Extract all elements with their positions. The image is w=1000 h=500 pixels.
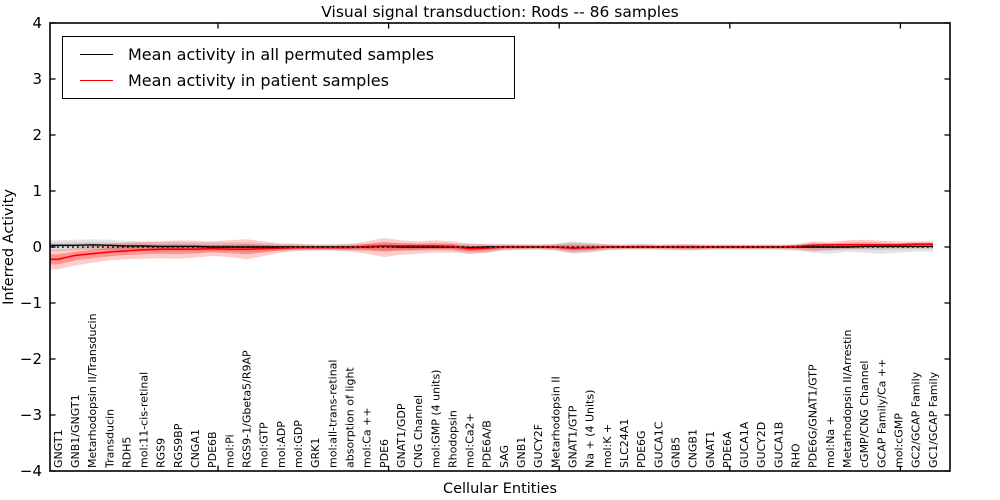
x-category-label: GUCA1C [652,421,665,468]
x-category-label: GNAT1 [704,431,717,468]
legend-line-permuted-icon [80,53,113,55]
legend-label-patient: Mean activity in patient samples [128,71,389,91]
x-category-label: GC2/GCAP Family [910,371,923,468]
x-category-label: GUCY2F [532,424,545,468]
y-tick-label: 2 [32,126,42,144]
y-tick-label: 4 [32,14,42,32]
x-category-label: mol:Ca2+ [464,413,477,468]
x-category-label: SLC24A1 [618,419,631,468]
y-tick-label: −2 [20,350,42,368]
x-category-label: GNGT1 [52,429,65,468]
x-category-label: GNAT1/GDP [395,403,408,468]
x-category-label: mol:GTP [258,422,271,468]
legend-label-permuted: Mean activity in all permuted samples [128,44,435,64]
x-category-label: GNB1 [515,437,528,468]
x-category-label: Metarhodopsin II [549,376,562,468]
x-category-label: mol:cGMP [893,413,906,468]
band-outer-patient [50,238,933,270]
series-line-patient [49,243,933,261]
y-tick-label: 1 [32,182,42,200]
x-category-label: RHO [790,443,803,468]
x-category-label: RGS9BP [172,423,185,468]
x-category-label: Metarhodopsin II/Transducin [86,313,99,468]
x-category-label: Metarhodopsin II/Arrestin [841,330,854,468]
x-category-label: PDE6G [635,430,648,468]
x-category-label: CNGA1 [189,429,202,468]
x-category-label: Na + (4 Units) [584,390,597,468]
x-category-label: GNAT1/GTP [567,405,580,468]
y-tick-label: −1 [20,294,42,312]
legend: Mean activity in all permuted samples Me… [62,36,515,99]
x-category-label: GRK1 [309,438,322,468]
x-category-label: mol:GMP (4 units) [429,370,442,468]
x-category-label: RDH5 [120,437,133,468]
x-category-label: mol:GDP [292,420,305,468]
x-category-label: mol:Ca ++ [361,407,374,468]
x-category-label: mol:Pi [223,434,236,468]
x-category-label: PDE6A [721,431,734,468]
y-tick-label: 3 [32,70,42,88]
x-axis-label: Cellular Entities [443,481,557,497]
y-tick-label: 0 [32,238,42,256]
x-category-label: mol:K + [601,424,614,468]
x-category-label: Rhodopsin [446,410,459,468]
x-category-label: PDE6B [206,431,219,468]
x-category-label: GUCA1A [738,421,751,468]
x-category-label: GC1/GCAP Family [927,371,940,468]
x-category-label: Transducin [103,409,116,469]
x-category-label: CNGB1 [687,429,700,468]
x-category-label: PDE6G/GNAT1/GTP [807,364,820,468]
x-category-label: GUCA1B [772,422,785,468]
x-category-label: GUCY2D [755,422,768,468]
x-category-label: mol:ADP [275,421,288,468]
y-tick-label: −3 [20,406,42,424]
y-axis-label: Inferred Activity [1,189,17,305]
x-category-label: GCAP Family/Ca ++ [875,359,888,468]
legend-item-patient: Mean activity in patient samples [80,71,514,90]
x-category-label: GNB5 [670,437,683,468]
x-category-label: cGMP/CNG Channel [858,361,871,469]
legend-item-permuted: Mean activity in all permuted samples [80,45,514,64]
x-category-label: mol:11-cis-retinal [138,372,151,468]
x-category-label: mol:all-trans-retinal [326,360,339,468]
x-category-label: PDE6A/B [481,420,494,468]
x-category-label: absorption of light [344,367,357,468]
y-tick-label: −4 [20,462,42,480]
x-category-label: RGS9-1/Gbeta5/R9AP [241,350,254,468]
x-category-label: GNB1/GNGT1 [69,394,82,468]
chart-title: Visual signal transduction: Rods -- 86 s… [321,3,678,21]
legend-line-patient-icon [80,80,113,82]
x-category-label: SAG [498,445,511,468]
x-category-label: PDE6 [378,439,391,468]
x-category-label: CNG Channel [412,395,425,468]
x-category-label: mol:Na + [824,416,837,468]
x-category-label: RGS9 [155,438,168,468]
